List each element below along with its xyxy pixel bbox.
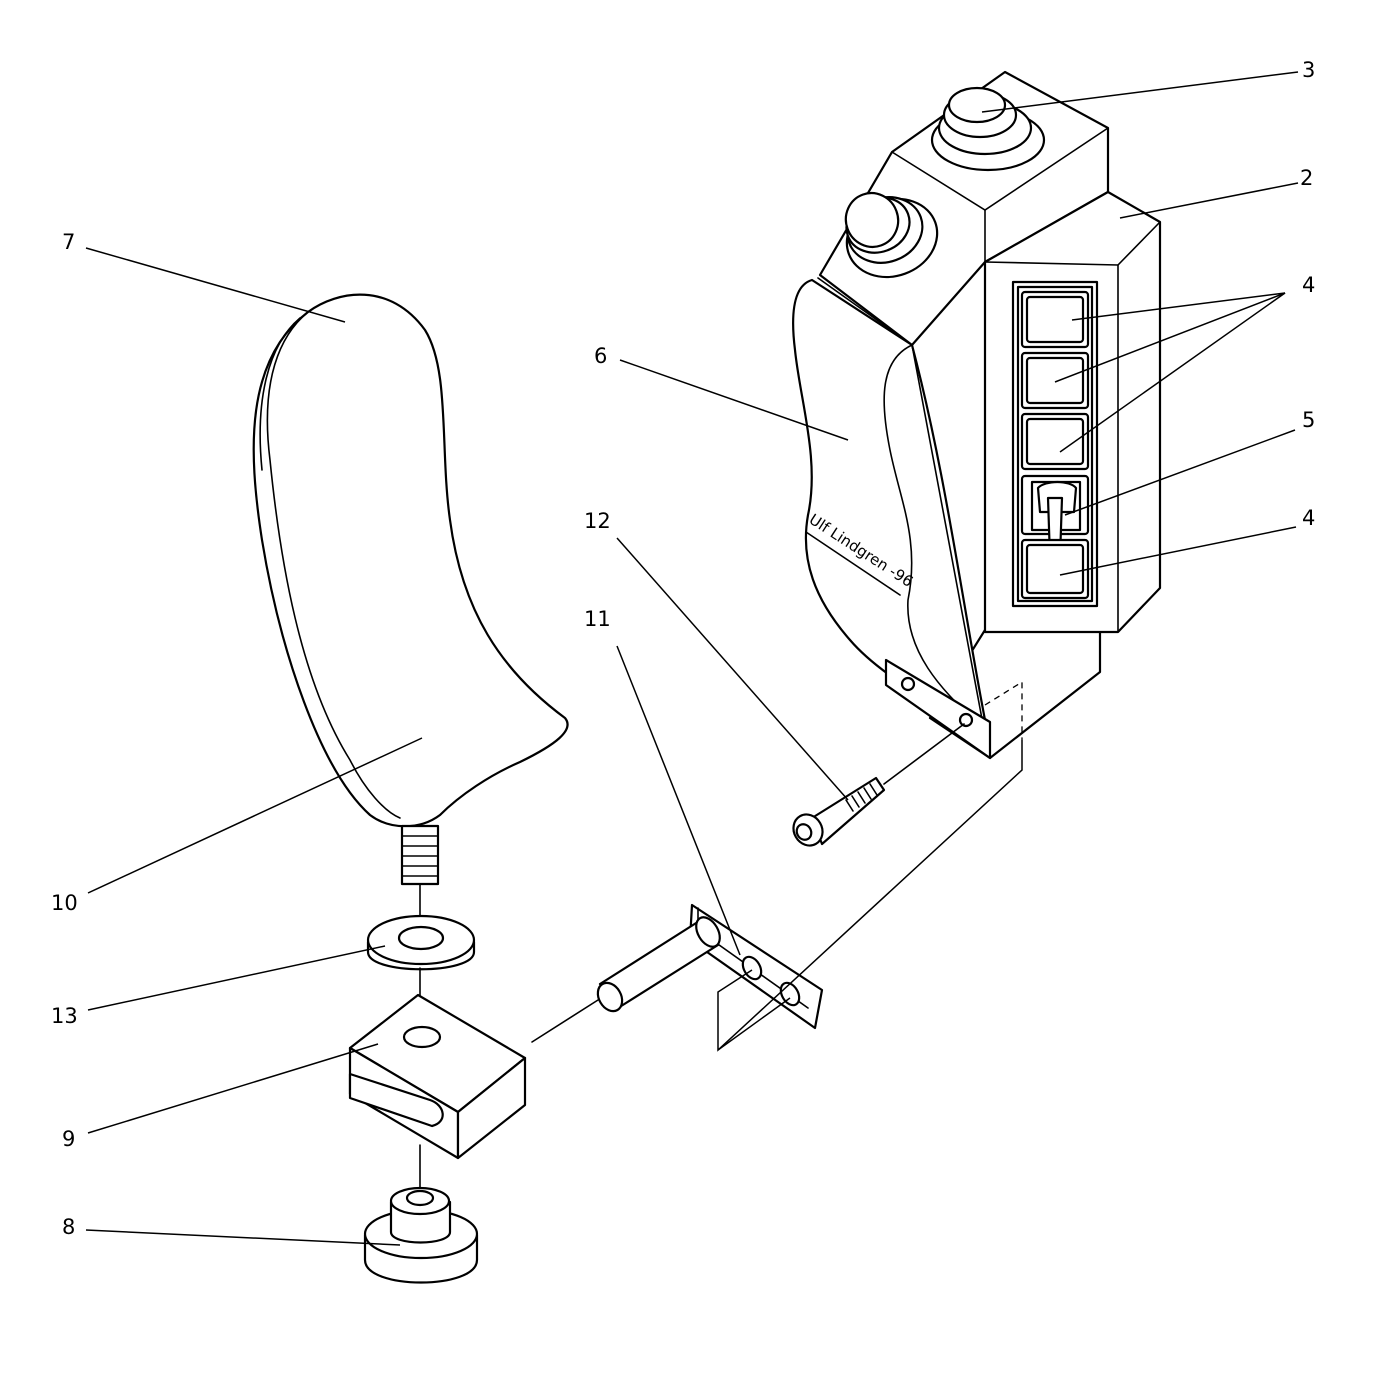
callout-8: 8 (62, 1215, 76, 1239)
toggle-switch (1020, 474, 1090, 560)
callout-5: 5 (1302, 408, 1316, 432)
clamp-block (348, 993, 527, 1160)
assembly-guide-line-2 (717, 997, 791, 1051)
switch-button-1 (1020, 290, 1090, 349)
callout-3: 3 (1302, 58, 1316, 82)
washer (366, 914, 476, 971)
control-box-housing (792, 70, 1162, 760)
callout-10: 10 (51, 891, 78, 915)
switch-panel (1011, 280, 1099, 608)
knurled-knob (363, 1186, 479, 1284)
threaded-stud (400, 824, 440, 936)
push-button-top (930, 86, 1046, 172)
callout-12: 12 (584, 509, 611, 533)
axis-line-pin-block (531, 999, 599, 1043)
callout-4-upper: 4 (1302, 273, 1316, 297)
switch-button-4 (1020, 538, 1090, 600)
switch-button-2 (1020, 351, 1090, 410)
seat-shell (252, 293, 569, 828)
callout-11: 11 (584, 607, 611, 631)
callout-6: 6 (594, 344, 608, 368)
callout-4-lower: 4 (1302, 506, 1316, 530)
callout-13: 13 (51, 1004, 78, 1028)
callout-7: 7 (62, 230, 76, 254)
push-button-side (844, 192, 939, 279)
socket-head-bolt (792, 723, 965, 847)
hidden-edge-line (984, 680, 1023, 740)
callout-2: 2 (1300, 166, 1314, 190)
leader-lines (85, 71, 1299, 1246)
mounting-bracket (596, 903, 824, 1030)
switch-button-3 (1020, 412, 1090, 471)
callout-9: 9 (62, 1127, 76, 1151)
